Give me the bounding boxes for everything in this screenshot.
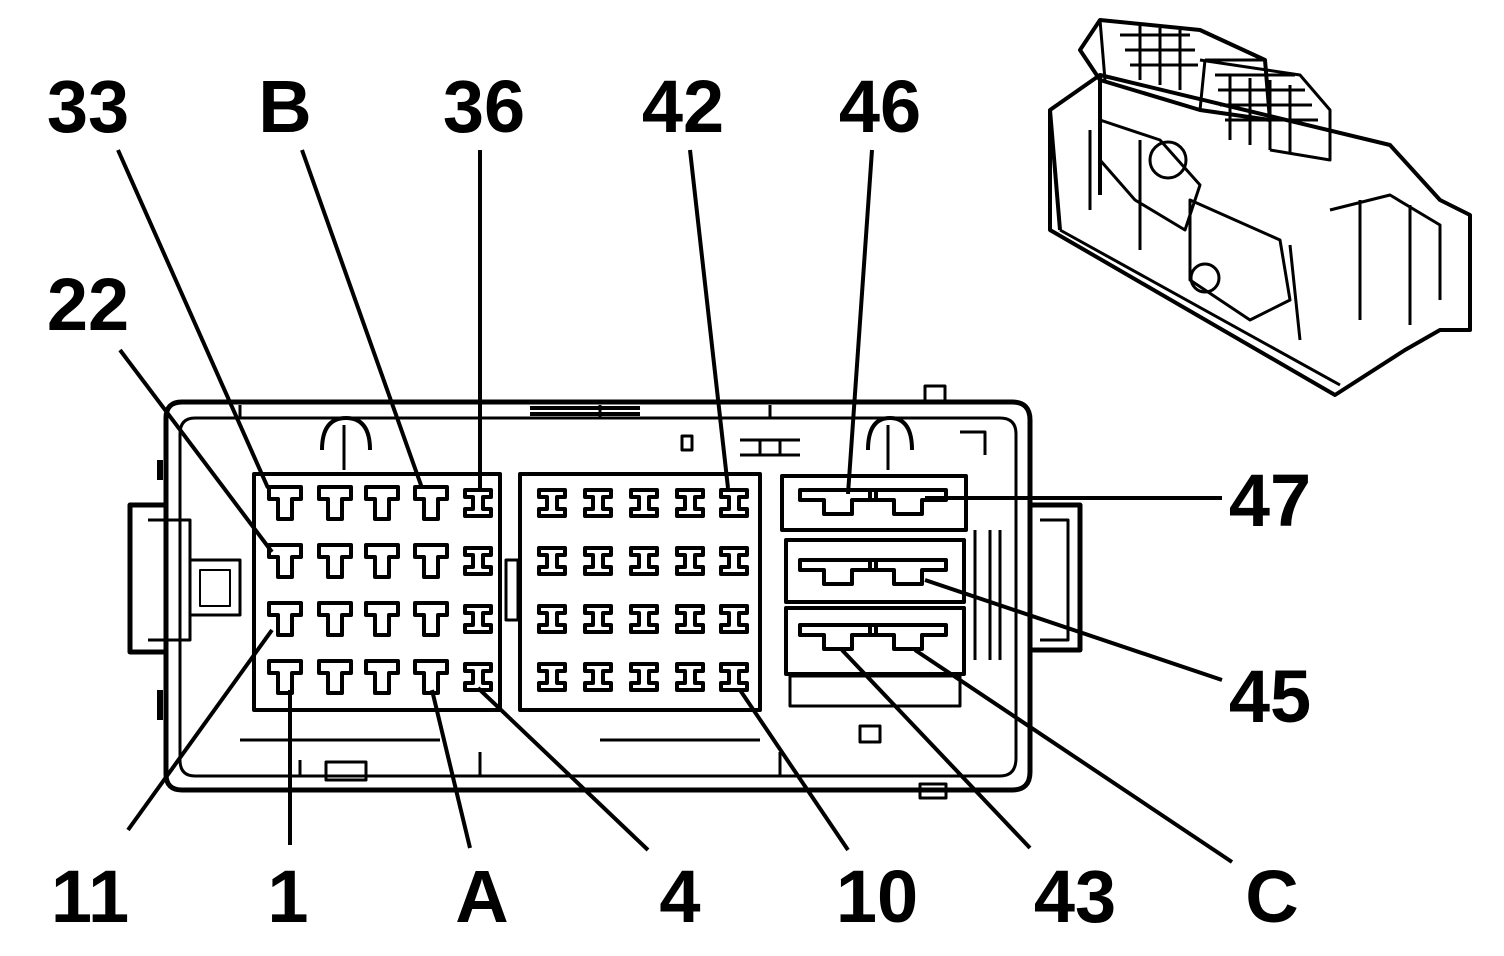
connector-3d-view-icon bbox=[1048, 18, 1472, 397]
pin-label-11: 11 bbox=[51, 855, 129, 938]
leader-lines bbox=[116, 149, 1234, 864]
pin-label-33: 33 bbox=[47, 65, 129, 148]
pin-label-B: B bbox=[258, 65, 311, 148]
pin-label-47: 47 bbox=[1229, 459, 1311, 542]
pin-label-46: 46 bbox=[839, 65, 921, 148]
leader-C bbox=[913, 648, 1234, 864]
pin-label-4: 4 bbox=[659, 855, 700, 938]
leader-10 bbox=[738, 688, 850, 852]
pin-label-22: 22 bbox=[47, 263, 129, 346]
leader-42 bbox=[688, 149, 730, 489]
pin-label-36: 36 bbox=[443, 65, 525, 148]
leader-45 bbox=[924, 578, 1223, 682]
leader-11 bbox=[126, 628, 274, 832]
leader-A bbox=[430, 689, 472, 849]
pin-label-45: 45 bbox=[1229, 655, 1311, 738]
pin-label-43: 43 bbox=[1034, 855, 1116, 938]
middle-cavity-block bbox=[537, 488, 749, 692]
right-cavity-block bbox=[798, 488, 948, 651]
leader-B bbox=[300, 149, 424, 489]
leader-43 bbox=[840, 648, 1032, 850]
pin-label-10: 10 bbox=[836, 855, 918, 938]
pin-label-1: 1 bbox=[267, 855, 308, 938]
leader-4 bbox=[476, 686, 650, 852]
left-cavity-block bbox=[267, 485, 493, 695]
pin-label-A: A bbox=[455, 855, 508, 938]
leader-46 bbox=[846, 149, 874, 495]
pin-label-42: 42 bbox=[642, 65, 724, 148]
connector-housing bbox=[127, 384, 1083, 800]
leader-22 bbox=[118, 348, 274, 554]
pin-labels: 33 B 36 42 46 22 47 45 11 1 A 4 10 43 C bbox=[47, 65, 1311, 938]
leader-33 bbox=[116, 149, 270, 489]
pin-label-C: C bbox=[1245, 855, 1298, 938]
